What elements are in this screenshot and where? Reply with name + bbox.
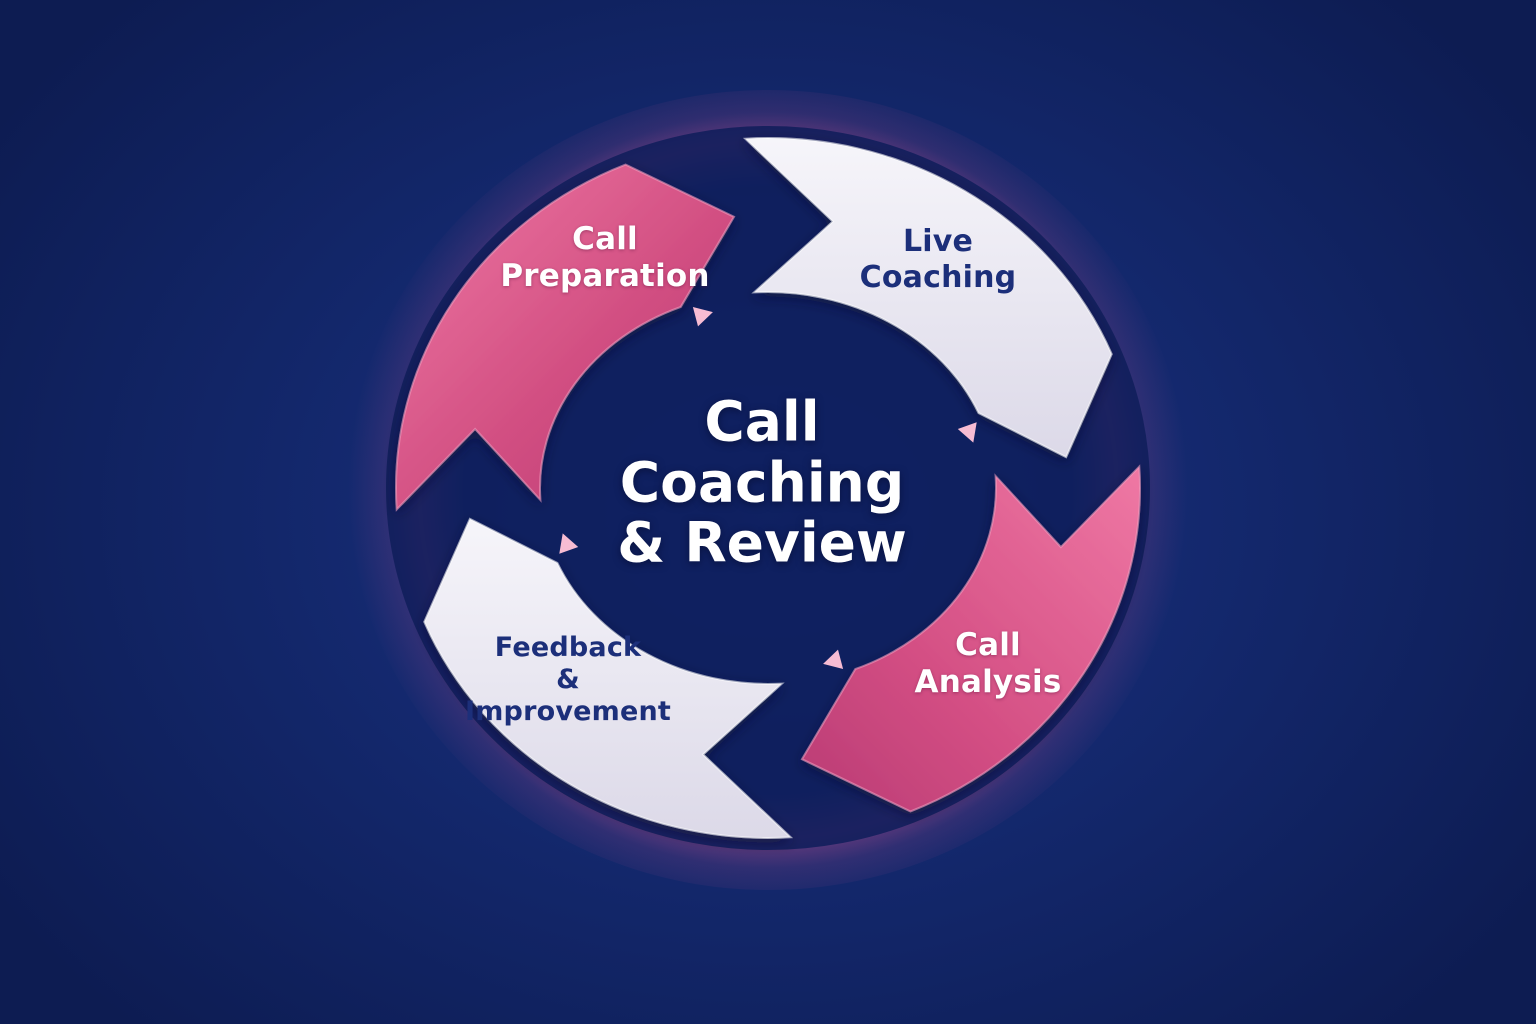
cycle-segment-call-preparation: [395, 163, 736, 512]
cycle-segment-call-analysis: [800, 464, 1141, 813]
stage-label-feedback-improvement: Feedback & Improvement: [464, 632, 672, 727]
flow-arrowhead-icon: [957, 422, 977, 443]
stage-label-live-coaching: Live Coaching: [859, 224, 1017, 295]
stage-label-call-preparation: Call Preparation: [500, 220, 710, 294]
cycle-segment-feedback-improvement: [423, 517, 794, 839]
flow-arrowhead-icon: [692, 307, 713, 327]
flow-arrowhead-icon: [823, 649, 844, 669]
center-title: Call Coaching & Review: [617, 389, 907, 575]
stage-label-call-analysis: Call Analysis: [914, 626, 1062, 700]
flow-arrowhead-icon: [559, 533, 579, 554]
cycle-segment-live-coaching: [742, 137, 1113, 459]
